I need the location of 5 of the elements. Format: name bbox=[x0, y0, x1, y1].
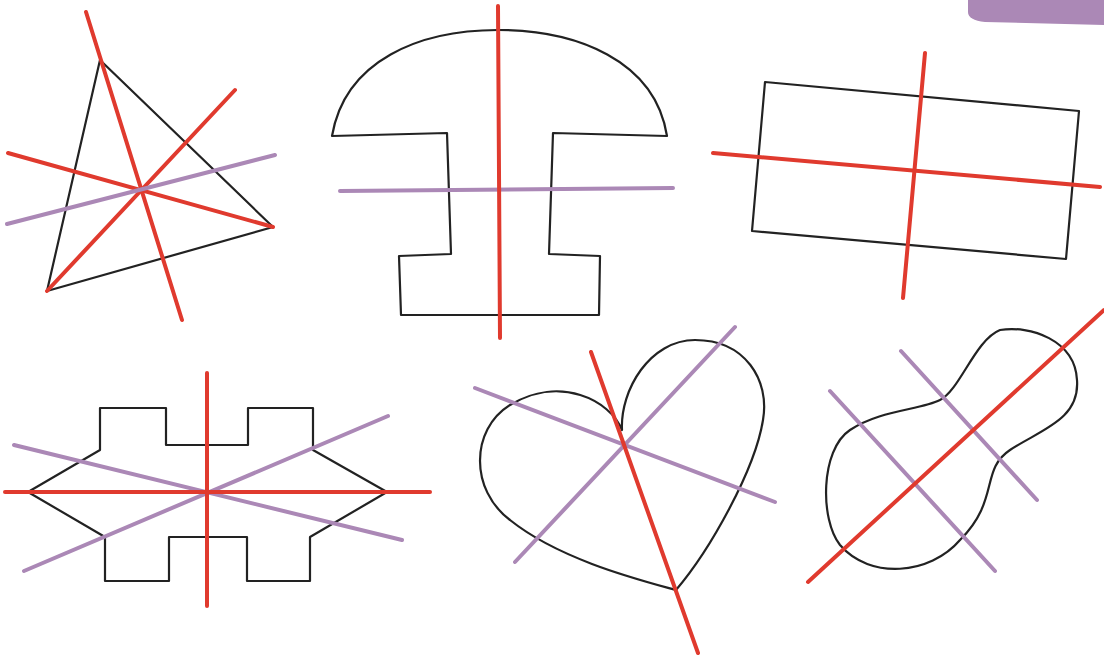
blob-outline bbox=[825, 328, 1079, 570]
mushroom-outline bbox=[330, 28, 669, 317]
tab-shape bbox=[968, 0, 1104, 25]
heart-outline bbox=[478, 338, 766, 592]
rectangle-outline bbox=[750, 80, 1081, 261]
